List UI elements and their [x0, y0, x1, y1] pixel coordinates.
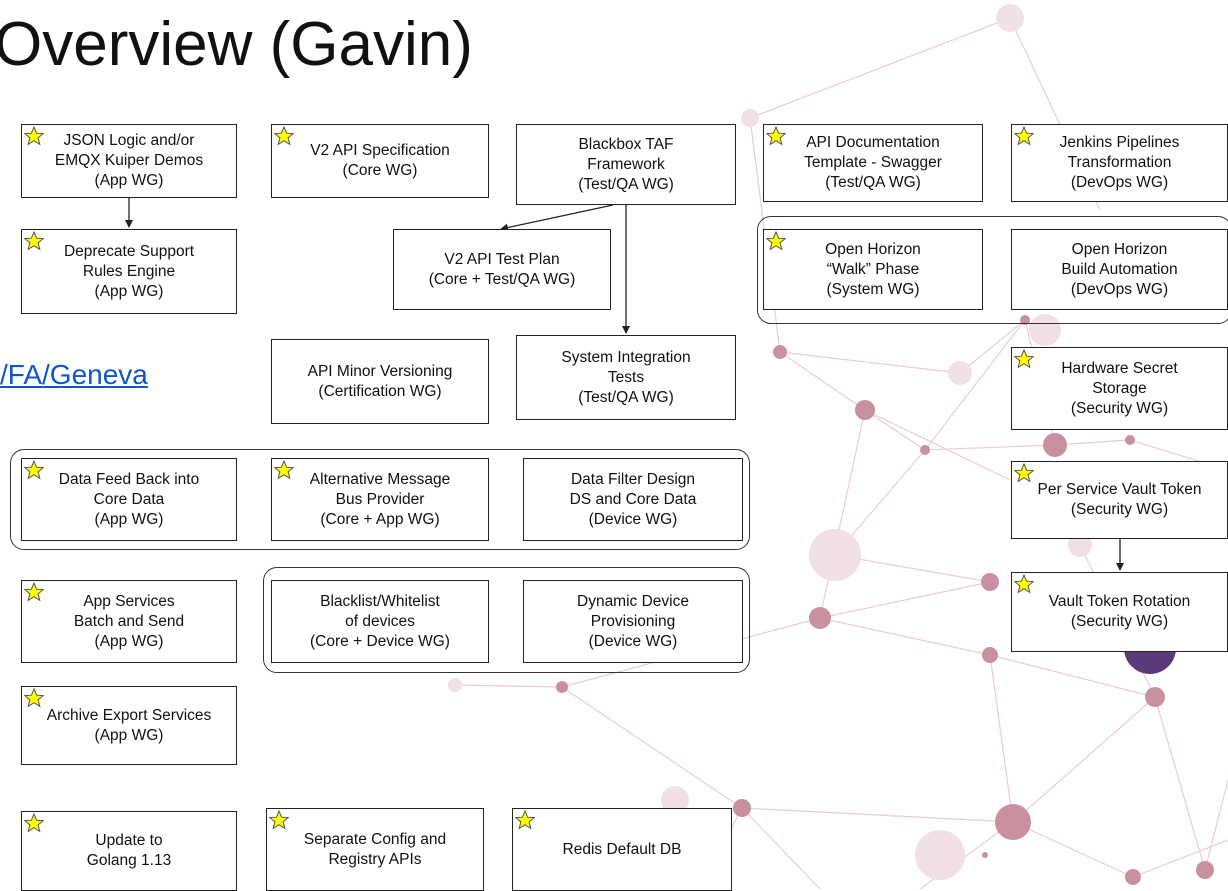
box-system-integration: System Integration Tests (Test/QA WG): [516, 335, 736, 420]
box-label: V2 API Specification (Core WG): [310, 142, 450, 179]
box-api-minor-versioning: API Minor Versioning (Certification WG): [271, 339, 489, 424]
box-label: JSON Logic and/or EMQX Kuiper Demos (App…: [54, 132, 204, 189]
star-icon: [766, 126, 786, 146]
star-icon: [766, 231, 786, 251]
box-label: Blacklist/Whitelist of devices (Core + D…: [310, 592, 450, 650]
star-icon: [24, 582, 44, 602]
box-per-service-vault-token: Per Service Vault Token (Security WG): [1011, 461, 1228, 539]
box-v2-api-spec: V2 API Specification (Core WG): [271, 124, 489, 198]
box-label: Deprecate Support Rules Engine (App WG): [63, 242, 195, 300]
box-hardware-secret: Hardware Secret Storage (Security WG): [1011, 347, 1228, 430]
star-icon: [24, 126, 44, 146]
box-vault-token-rotation: Vault Token Rotation (Security WG): [1011, 572, 1228, 652]
box-label: Separate Config and Registry APIs: [303, 830, 447, 868]
box-dynamic-device-provisioning: Dynamic Device Provisioning (Device WG): [523, 580, 743, 663]
box-alternative-message-bus: Alternative Message Bus Provider (Core +…: [271, 458, 489, 541]
box-data-feed-back: Data Feed Back into Core Data (App WG): [21, 458, 237, 541]
box-label: Open Horizon Build Automation (DevOps WG…: [1061, 240, 1178, 298]
geneva-wiki-link[interactable]: /FA/Geneva: [0, 359, 148, 390]
box-label: Jenkins Pipelines Transformation (DevOps…: [1059, 134, 1180, 191]
box-label: Alternative Message Bus Provider (Core +…: [309, 470, 451, 528]
group-device-features: [263, 567, 750, 673]
star-icon: [1014, 463, 1034, 483]
group-open-horizon: [757, 216, 1228, 324]
box-app-services-batch: App Services Batch and Send (App WG): [21, 580, 237, 663]
star-icon: [24, 460, 44, 480]
star-icon: [1014, 126, 1034, 146]
box-label: Hardware Secret Storage (Security WG): [1061, 359, 1178, 417]
star-icon: [1014, 574, 1034, 594]
box-v2-api-test-plan: V2 API Test Plan (Core + Test/QA WG): [393, 229, 611, 310]
star-icon: [269, 810, 289, 830]
box-label: Blackbox TAF Framework (Test/QA WG): [578, 135, 674, 193]
star-icon: [1014, 349, 1034, 369]
box-label: Redis Default DB: [562, 840, 682, 858]
box-label: Per Service Vault Token (Security WG): [1037, 481, 1202, 518]
star-icon: [274, 460, 294, 480]
box-jenkins-pipelines: Jenkins Pipelines Transformation (DevOps…: [1011, 124, 1228, 202]
star-icon: [24, 813, 44, 833]
box-label: System Integration Tests (Test/QA WG): [561, 348, 691, 406]
box-open-horizon-build: Open Horizon Build Automation (DevOps WG…: [1011, 229, 1228, 310]
star-icon: [24, 231, 44, 251]
box-redis-default-db: Redis Default DB: [512, 808, 732, 891]
box-blackbox-taf: Blackbox TAF Framework (Test/QA WG): [516, 124, 736, 205]
box-label: Data Filter Design DS and Core Data (Dev…: [569, 470, 697, 528]
box-separate-config: Separate Config and Registry APIs: [266, 808, 484, 891]
box-deprecate-support: Deprecate Support Rules Engine (App WG): [21, 229, 237, 314]
box-label: Vault Token Rotation (Security WG): [1048, 593, 1191, 630]
box-label: Dynamic Device Provisioning (Device WG): [577, 592, 689, 650]
box-data-filter-design: Data Filter Design DS and Core Data (Dev…: [523, 458, 743, 541]
box-label: V2 API Test Plan (Core + Test/QA WG): [428, 250, 576, 288]
box-label: Open Horizon “Walk” Phase (System WG): [825, 240, 921, 298]
box-api-documentation: API Documentation Template - Swagger (Te…: [763, 124, 983, 202]
group-data-features: [10, 449, 750, 550]
box-blacklist-whitelist: Blacklist/Whitelist of devices (Core + D…: [271, 580, 489, 663]
box-label: Archive Export Services (App WG): [46, 706, 212, 744]
box-label: Update to Golang 1.13: [86, 832, 172, 869]
box-open-horizon-walk: Open Horizon “Walk” Phase (System WG): [763, 229, 983, 310]
box-update-golang: Update to Golang 1.13: [21, 811, 237, 891]
box-archive-export: Archive Export Services (App WG): [21, 686, 237, 765]
box-label: Data Feed Back into Core Data (App WG): [58, 470, 200, 528]
box-label: API Documentation Template - Swagger (Te…: [804, 134, 942, 191]
box-label: App Services Batch and Send (App WG): [73, 592, 185, 650]
star-icon: [24, 688, 44, 708]
box-label: API Minor Versioning (Certification WG): [307, 362, 453, 400]
page-title: Overview (Gavin): [0, 10, 473, 79]
star-icon: [274, 126, 294, 146]
box-json-logic: JSON Logic and/or EMQX Kuiper Demos (App…: [21, 124, 237, 198]
star-icon: [515, 810, 535, 830]
